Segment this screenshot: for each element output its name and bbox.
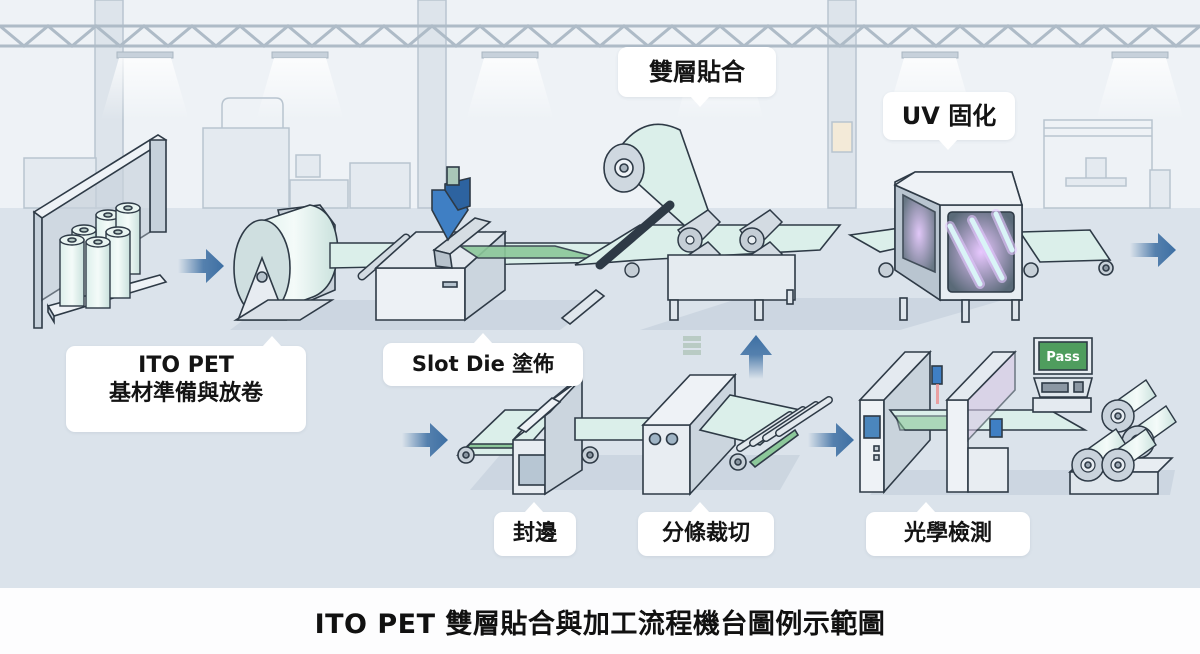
flow-arrow-right xyxy=(178,249,224,283)
label-slitting-text: 分條裁切 xyxy=(661,521,750,546)
label-slot-die-text: Slot Die 塗佈 xyxy=(411,352,555,376)
caption-bar: ITO PET 雙層貼合與加工流程機台圖例示範圖 xyxy=(0,588,1200,654)
film-roll xyxy=(85,241,111,309)
label-edge-sealing: 封邊 xyxy=(494,502,576,556)
label-lamination-text: 雙層貼合 xyxy=(649,58,745,86)
label-lamination: 雙層貼合 xyxy=(618,47,776,107)
light-beam xyxy=(1096,58,1184,120)
film-roll-core xyxy=(67,237,77,243)
process-diagram: Pass ITO PET 基材準備與放卷 Slot Die 塗佈 雙層貼合 UV… xyxy=(0,0,1200,588)
flow-arrows xyxy=(178,233,1176,457)
guide-roller xyxy=(624,262,640,278)
pass-status-text: Pass xyxy=(1046,350,1080,365)
film-roll xyxy=(59,239,85,307)
film-roll-core xyxy=(79,227,89,233)
ceiling-light xyxy=(901,51,959,59)
label-ito-pet-prep: ITO PET 基材準備與放卷 xyxy=(66,336,306,432)
output-roll-hub xyxy=(1114,412,1122,420)
flow-arrow-right xyxy=(1130,233,1176,267)
flow-arrow-right xyxy=(808,423,854,457)
uv-lamp xyxy=(993,211,1015,253)
slitting-machine xyxy=(641,336,833,497)
flow-arrow-up xyxy=(740,335,772,379)
edge-sealing-machine xyxy=(456,377,651,496)
light-beam xyxy=(101,58,189,120)
unwinder-machine xyxy=(233,204,339,321)
output-roll-hub xyxy=(1084,461,1092,469)
label-edge-sealing-text: 封邊 xyxy=(512,521,557,546)
light-beam xyxy=(256,58,344,120)
pass-screen xyxy=(1038,341,1088,371)
slot-die-coater xyxy=(373,166,606,326)
output-roll-hub xyxy=(1114,461,1122,469)
label-optical-inspection-text: 光學檢測 xyxy=(903,521,992,546)
ceiling-light xyxy=(271,51,329,59)
slit-roller-face xyxy=(776,397,832,436)
ceiling-light xyxy=(1111,51,1169,59)
film-roll-core xyxy=(93,239,103,245)
label-uv-curing-text: UV 固化 xyxy=(901,102,997,130)
label-optical-inspection: 光學檢測 xyxy=(866,502,1030,556)
label-ito-pet-prep-line2: 基材準備與放卷 xyxy=(108,380,263,406)
lamination-machine xyxy=(574,123,842,321)
uv-curing-oven xyxy=(847,171,1114,323)
ceiling-light xyxy=(481,51,539,59)
label-slot-die: Slot Die 塗佈 xyxy=(383,333,583,386)
label-slitting: 分條裁切 xyxy=(638,502,774,556)
uv-lamp xyxy=(969,217,1005,281)
roof-truss xyxy=(0,24,1200,48)
uv-lamp xyxy=(947,223,983,287)
roll-rack xyxy=(32,134,168,329)
flow-arrow-right xyxy=(402,423,448,457)
label-uv-curing: UV 固化 xyxy=(883,92,1015,150)
light-beam xyxy=(466,58,554,120)
diagram-title: ITO PET 雙層貼合與加工流程機台圖例示範圖 xyxy=(314,608,886,640)
factory-scene: Pass xyxy=(0,0,1200,497)
film-roll-core xyxy=(123,205,133,211)
label-ito-pet-prep-line1: ITO PET xyxy=(138,353,234,378)
nip-roller-core xyxy=(747,235,757,245)
background-machinery xyxy=(23,97,1171,209)
film-roll-core xyxy=(103,212,113,218)
optical-inspection-machine: Pass xyxy=(858,337,1177,495)
film-roll-core xyxy=(113,229,123,235)
nip-roller-core xyxy=(685,235,695,245)
ceiling-light xyxy=(116,51,174,59)
